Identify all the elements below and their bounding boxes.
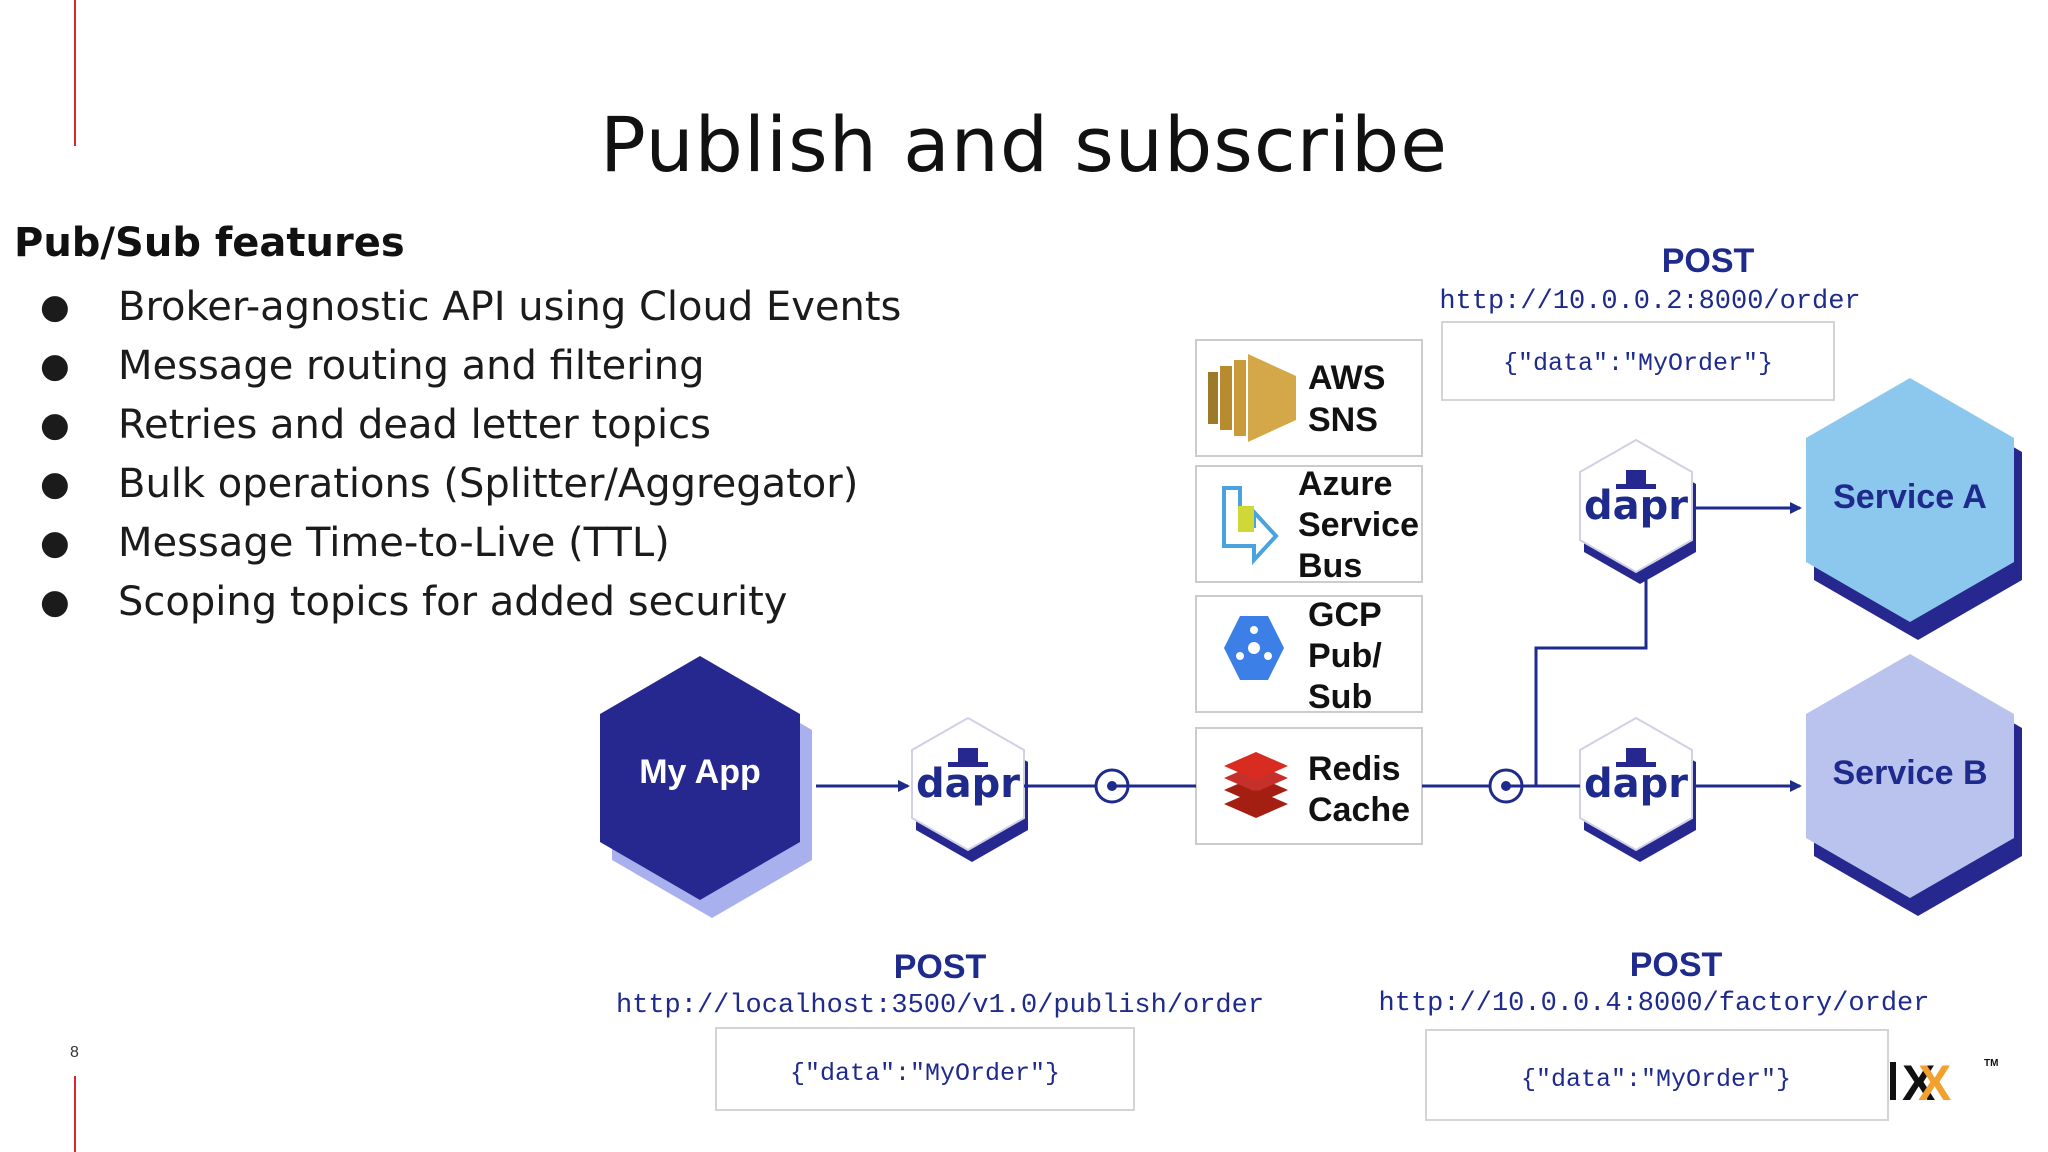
broker-label: SNS [1308, 401, 1378, 439]
publish-request: POST http://localhost:3500/v1.0/publish/… [616, 948, 1264, 1111]
dapr-sidecar-service-a: dapr [1579, 438, 1696, 584]
bullet: ● [40, 582, 70, 622]
request-url: http://10.0.0.4:8000/factory/order [1379, 989, 1930, 1019]
service-b-label: Service B [1833, 754, 1988, 792]
http-method: POST [1662, 242, 1755, 280]
accent-line-top [74, 0, 76, 146]
request-body-box [1425, 1029, 1889, 1121]
broker-azure-service-bus: Azure Service Bus [1195, 465, 1423, 585]
feature-text: Message Time-to-Live (TTL) [118, 520, 670, 566]
accent-line-bottom [74, 1076, 76, 1152]
dapr-label: dapr [1584, 761, 1688, 807]
broker-redis-cache: Redis Cache [1195, 727, 1423, 845]
logo-x-accent: X [1918, 1055, 1951, 1111]
dapr-sidecar-publisher: dapr [911, 716, 1028, 862]
feature-item: ● Message routing and filtering [40, 337, 901, 396]
subscription-a-request: POST http://10.0.0.2:8000/order {"data":… [1439, 242, 1861, 401]
dapr-sidecar-service-b: dapr [1579, 716, 1696, 862]
my-app-node: My App [600, 656, 812, 918]
service-a-label: Service A [1833, 478, 1987, 516]
bullet: ● [40, 287, 70, 327]
subscription-b-request: POST http://10.0.0.4:8000/factory/order … [1379, 946, 1930, 1121]
bullet: ● [40, 346, 70, 386]
dapr-hat-brim [948, 762, 988, 767]
feature-item: ● Retries and dead letter topics [40, 396, 901, 455]
dapr-hat-icon [1626, 470, 1646, 484]
page-number: 8 [70, 1044, 79, 1061]
broker-aws-sns: AWS SNS [1195, 339, 1423, 457]
dapr-hat-brim [1616, 762, 1656, 767]
redis-icon [1224, 752, 1288, 818]
bullet: ● [40, 405, 70, 445]
broker-gcp-pubsub: GCP Pub/ Sub [1195, 595, 1423, 716]
feature-text: Broker-agnostic API using Cloud Events [118, 284, 902, 330]
broker-label: GCP [1308, 596, 1382, 634]
bullet: ● [40, 464, 70, 504]
dapr-label: dapr [916, 761, 1020, 807]
dapr-label: dapr [1584, 483, 1688, 529]
service-a-node: Service A [1806, 378, 2022, 640]
azure-service-bus-icon [1222, 486, 1279, 566]
request-url: http://10.0.0.2:8000/order [1439, 287, 1860, 317]
broker-label: Azure [1298, 465, 1392, 503]
broker-label: Sub [1308, 678, 1372, 716]
request-body: {"data":"MyOrder"} [790, 1059, 1060, 1088]
http-method: POST [1630, 946, 1723, 984]
broker-label: Cache [1308, 791, 1410, 829]
bullet: ● [40, 523, 70, 563]
service-a-hexagon [1806, 378, 2014, 622]
request-body: {"data":"MyOrder"} [1521, 1065, 1791, 1094]
broker-box [1195, 465, 1423, 583]
service-b-hexagon [1806, 654, 2014, 898]
request-body-box [1441, 321, 1835, 401]
feature-item: ● Broker-agnostic API using Cloud Events [40, 278, 901, 337]
connector-to-dapr-a [1534, 574, 1648, 786]
feature-text: Scoping topics for added security [118, 579, 788, 625]
gcp-pubsub-icon [1224, 616, 1284, 680]
feature-item: ● Scoping topics for added security [40, 573, 901, 632]
feature-item: ● Bulk operations (Splitter/Aggregator) [40, 455, 901, 514]
dapr-hex [1579, 716, 1693, 852]
features-list: ●Broker-agnostic API using Cloud Events … [40, 278, 901, 632]
my-app-hexagon [600, 656, 800, 900]
feature-text: Message routing and filtering [118, 343, 705, 389]
service-b-node: Service B [1806, 654, 2022, 916]
logo-x: X [1902, 1055, 1935, 1111]
broker-label: Service [1298, 506, 1419, 544]
request-body-box [715, 1027, 1135, 1111]
broker-label: Bus [1298, 547, 1362, 585]
logo-bar [1890, 1062, 1896, 1100]
dapr-hat-brim [1616, 484, 1656, 489]
feature-text: Retries and dead letter topics [118, 402, 711, 448]
dapr-hat-icon [958, 748, 978, 762]
request-url: http://localhost:3500/v1.0/publish/order [616, 991, 1264, 1021]
request-body: {"data":"MyOrder"} [1503, 349, 1773, 378]
broker-label: Pub/ [1308, 637, 1382, 675]
feature-text: Bulk operations (Splitter/Aggregator) [118, 461, 859, 507]
my-app-label: My App [639, 753, 761, 791]
dapr-hex [911, 716, 1025, 852]
page-title: Publish and subscribe [600, 100, 1448, 189]
logo-fragment: X X TM [1890, 1055, 1998, 1111]
http-method: POST [894, 948, 987, 986]
broker-label: Redis [1308, 750, 1401, 788]
broker-box [1195, 339, 1423, 457]
trademark: TM [1984, 1058, 1998, 1069]
features-heading: Pub/Sub features [14, 220, 405, 266]
broker-label: AWS [1308, 359, 1385, 397]
feature-item: ● Message Time-to-Live (TTL) [40, 514, 901, 573]
aws-sns-icon [1208, 354, 1296, 442]
dapr-hex [1579, 438, 1693, 574]
dapr-hat-icon [1626, 748, 1646, 762]
